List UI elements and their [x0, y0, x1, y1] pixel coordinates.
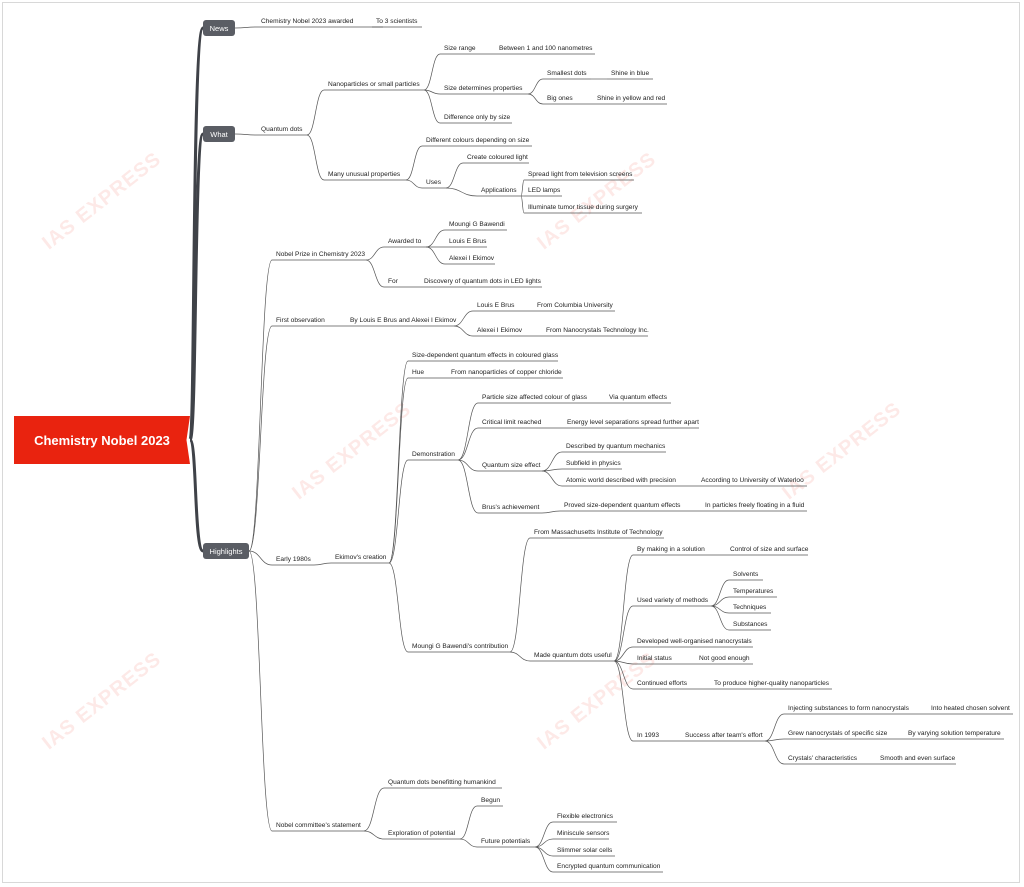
node-hue-val[interactable]: From nanoparticles of copper chloride	[451, 369, 562, 376]
node-waterloo[interactable]: According to University of Waterloo	[701, 477, 804, 484]
node-begun[interactable]: Begun	[481, 797, 501, 804]
node-applications[interactable]: Applications	[481, 187, 517, 194]
node-for-val[interactable]: Discovery of quantum dots in LED lights	[424, 278, 541, 285]
node-committee[interactable]: Nobel committee's statement	[276, 822, 361, 829]
node-n1[interactable]: Chemistry Nobel 2023 awarded	[261, 18, 354, 25]
node-prize[interactable]: Nobel Prize in Chemistry 2023	[276, 251, 366, 258]
node-energy[interactable]: Energy level separations spread further …	[567, 419, 699, 426]
node-made-useful[interactable]: Made quantum dots useful	[534, 652, 612, 659]
node-via[interactable]: Via quantum effects	[609, 394, 668, 401]
node-not-good[interactable]: Not good enough	[699, 655, 750, 662]
node-coloured-light[interactable]: Create coloured light	[467, 154, 528, 161]
node-grew[interactable]: Grew nanocrystals of specific size	[788, 730, 888, 737]
node-temps[interactable]: Temperatures	[733, 588, 774, 595]
node-uses[interactable]: Uses	[426, 179, 442, 186]
node-tv[interactable]: Spread light from television screens	[528, 171, 633, 178]
node-columbia[interactable]: From Columbia University	[537, 302, 613, 309]
node-early[interactable]: Early 1980s	[276, 556, 311, 563]
category-what[interactable]: What	[203, 126, 235, 142]
node-initial[interactable]: Initial status	[637, 655, 672, 662]
node-awarded-to[interactable]: Awarded to	[388, 238, 422, 245]
node-substances[interactable]: Substances	[733, 621, 768, 628]
node-subfield[interactable]: Subfield in physics	[566, 460, 621, 467]
node-heated[interactable]: Into heated chosen solvent	[931, 705, 1010, 712]
node-techniques[interactable]: Techniques	[733, 604, 767, 611]
node-brus2[interactable]: Louis E Brus	[477, 302, 515, 309]
node-future[interactable]: Future potentials	[481, 838, 531, 845]
node-qse[interactable]: Quantum size effect	[482, 462, 541, 469]
category-news[interactable]: News	[203, 20, 235, 36]
node-ekimov2[interactable]: Alexei I Ekimov	[477, 327, 523, 334]
category-highlights[interactable]: Highlights	[203, 543, 249, 559]
node-demo[interactable]: Demonstration	[412, 451, 455, 458]
node-variety[interactable]: Used variety of methods	[637, 597, 709, 604]
node-qd[interactable]: Quantum dots	[261, 126, 303, 133]
node-in1993[interactable]: In 1993	[637, 732, 659, 739]
node-benefit[interactable]: Quantum dots benefitting humankind	[388, 779, 496, 786]
node-yellow[interactable]: Shine in yellow and red	[597, 95, 666, 102]
node-mit[interactable]: From Massachusetts Institute of Technolo…	[534, 529, 663, 536]
node-brus-ach[interactable]: Brus's achievement	[482, 504, 540, 511]
node-diff[interactable]: Difference only by size	[444, 114, 511, 121]
node-exploration[interactable]: Exploration of potential	[388, 830, 456, 837]
node-crystals[interactable]: Crystals' characteristics	[788, 755, 858, 762]
node-size-val[interactable]: Between 1 and 100 nanometres	[499, 45, 593, 52]
node-unusual[interactable]: Many unusual properties	[328, 171, 401, 178]
node-solvents[interactable]: Solvents	[733, 571, 759, 578]
node-inject[interactable]: Injecting substances to form nanocrystal…	[788, 705, 909, 712]
node-hue[interactable]: Hue	[412, 369, 425, 376]
node-critical[interactable]: Critical limit reached	[482, 419, 542, 426]
node-varying[interactable]: By varying solution temperature	[908, 730, 1001, 737]
node-tumor[interactable]: Illuminate tumor tissue during surgery	[528, 204, 638, 211]
node-solution[interactable]: By making in a solution	[637, 546, 705, 553]
node-success[interactable]: Success after team's effort	[685, 732, 763, 739]
node-atomic[interactable]: Atomic world described with precision	[566, 477, 676, 484]
node-smallest[interactable]: Smallest dots	[547, 70, 587, 77]
node-encrypted[interactable]: Encrypted quantum communication	[557, 863, 661, 870]
root-topic[interactable]: Chemistry Nobel 2023	[14, 416, 190, 464]
node-bawendi-contrib[interactable]: Moungi G Bawendi's contribution	[412, 643, 509, 650]
node-colours[interactable]: Different colours depending on size	[426, 137, 530, 144]
node-bawendi[interactable]: Moungi G Bawendi	[449, 221, 505, 228]
node-big[interactable]: Big ones	[547, 95, 573, 102]
node-miniscule[interactable]: Miniscule sensors	[557, 830, 610, 837]
node-slimmer[interactable]: Slimmer solar cells	[557, 847, 613, 854]
node-led[interactable]: LED lamps	[528, 187, 561, 194]
node-control[interactable]: Control of size and surface	[730, 546, 809, 553]
node-fluid[interactable]: In particles freely floating in a fluid	[705, 502, 805, 509]
node-flexible[interactable]: Flexible electronics	[557, 813, 614, 820]
node-nanocrystals-tech[interactable]: From Nanocrystals Technology Inc.	[546, 327, 649, 334]
node-for[interactable]: For	[388, 278, 398, 285]
node-qm[interactable]: Described by quantum mechanics	[566, 443, 666, 450]
node-higher[interactable]: To produce higher-quality nanoparticles	[714, 680, 830, 687]
node-nano[interactable]: Nanoparticles or small particles	[328, 81, 420, 88]
node-n2[interactable]: To 3 scientists	[376, 18, 418, 25]
node-ekimov[interactable]: Alexei I Ekimov	[449, 255, 495, 262]
node-continued[interactable]: Continued efforts	[637, 680, 688, 687]
node-by[interactable]: By Louis E Brus and Alexei I Ekimov	[350, 317, 457, 324]
node-developed[interactable]: Developed well-organised nanocrystals	[637, 638, 752, 645]
node-creation[interactable]: Ekimov's creation	[335, 554, 387, 561]
node-blue[interactable]: Shine in blue	[611, 70, 650, 77]
node-first-obs[interactable]: First observation	[276, 317, 325, 324]
node-size-det[interactable]: Size determines properties	[444, 85, 523, 92]
node-size-range[interactable]: Size range	[444, 45, 476, 52]
node-sdq[interactable]: Size-dependent quantum effects in colour…	[412, 352, 559, 359]
node-proved[interactable]: Proved size-dependent quantum effects	[564, 502, 681, 509]
node-smooth[interactable]: Smooth and even surface	[880, 755, 956, 762]
node-brus[interactable]: Louis E Brus	[449, 238, 487, 245]
node-psize[interactable]: Particle size affected colour of glass	[482, 394, 588, 401]
